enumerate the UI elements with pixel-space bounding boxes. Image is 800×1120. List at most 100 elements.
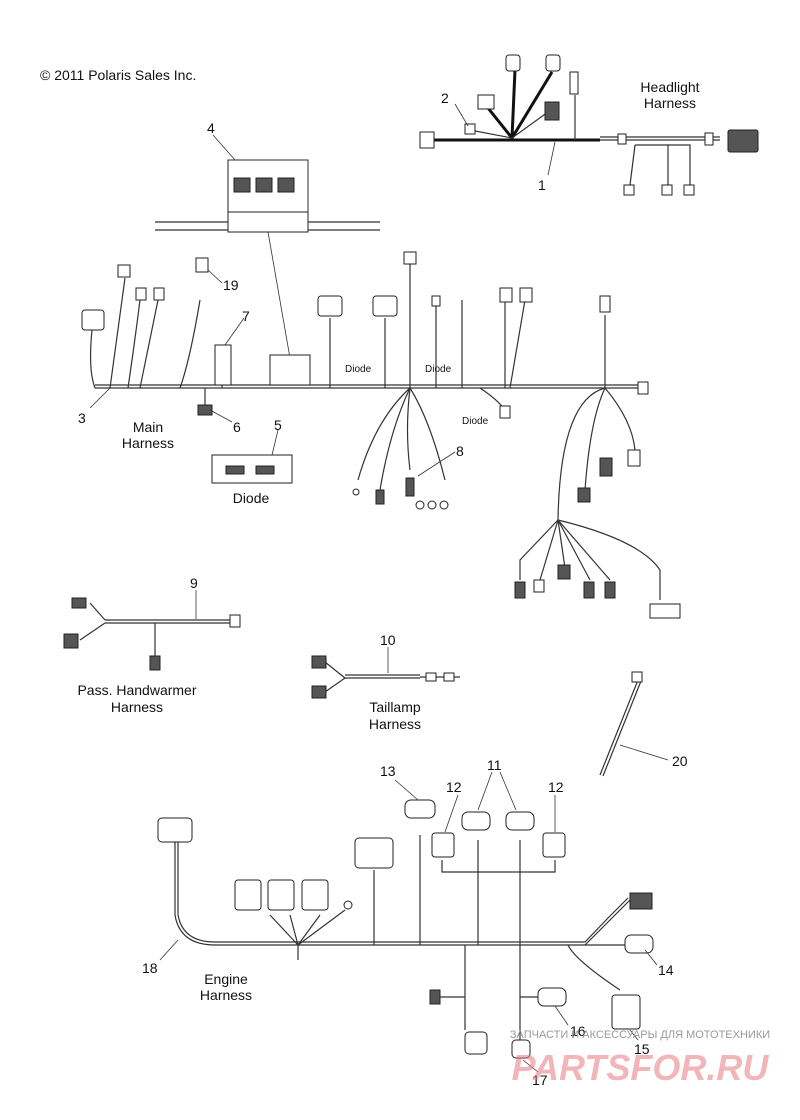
callout-15: 15 [634, 1041, 650, 1057]
main-harness-label-line1: Main [133, 419, 163, 435]
headlight-harness [419, 54, 759, 196]
diode-label-3: Diode [462, 416, 489, 427]
callout-6: 6 [233, 419, 241, 435]
ignition-coil-connector [301, 879, 329, 911]
headlight-pigtail-connector [683, 184, 695, 196]
handwarmer-harness-label-line2: Harness [111, 699, 163, 715]
diode-part-body [211, 454, 293, 484]
main-harness-connector [153, 287, 165, 301]
headlight-module [544, 101, 560, 121]
handwarmer-harness-label-line1: Pass. Handwarmer [77, 682, 196, 698]
taillamp-connector [311, 685, 327, 699]
harness-clip [704, 132, 714, 146]
main-harness-pigtail [604, 581, 616, 599]
callout-5: 5 [274, 417, 282, 433]
headlight-bulb-socket [545, 54, 561, 72]
callout-17-connector [511, 1039, 531, 1059]
callout-11: 11 [487, 757, 502, 773]
main-harness-connector [599, 457, 613, 477]
callout-6-connector [197, 404, 213, 416]
main-harness-connector [519, 287, 533, 303]
headlight-pigtail-connector [623, 184, 635, 196]
engine-harness-label-line1: Engine [204, 971, 248, 987]
watermark-subtitle: ЗАПЧАСТИ И АКСЕССУАРЫ ДЛЯ МОТОТЕХНИКИ [510, 1029, 770, 1041]
cable-tie [599, 671, 669, 777]
taillamp-harness-label-line1: Taillamp [369, 699, 421, 715]
fuse-box [155, 134, 380, 359]
main-harness-connector [135, 287, 147, 301]
main-harness-connector [81, 309, 105, 331]
main-harness-pigtail [649, 603, 681, 619]
callout-12-connector-right [542, 832, 566, 858]
handwarmer-connector [149, 655, 161, 671]
callout-13: 13 [380, 763, 396, 779]
main-harness-pigtail [514, 581, 526, 599]
headlight-end-connector [419, 131, 435, 149]
engine-harness-connector [429, 989, 441, 1005]
headlight-main-connector [727, 129, 759, 153]
diode-part-label: Diode [233, 490, 270, 506]
callout-7: 7 [242, 308, 250, 324]
callout-2: 2 [441, 90, 449, 106]
main-harness-connector [317, 295, 343, 317]
watermark-logo: PARTSFOR.RU [512, 1047, 770, 1088]
callout-19: 19 [223, 277, 239, 293]
callout-16-connector [537, 987, 567, 1007]
callout-1: 1 [538, 177, 546, 193]
callout-7-bracket [214, 344, 232, 386]
callout-15-connector [611, 994, 641, 1030]
taillamp-harness [311, 647, 460, 699]
main-harness-connector [117, 264, 131, 278]
main-harness-pigtail [533, 579, 545, 593]
callout-10: 10 [380, 632, 396, 648]
handwarmer-connector [63, 633, 79, 649]
callout-13-connector [404, 799, 436, 819]
callout-17: 17 [532, 1072, 548, 1088]
ignition-coil-connector [234, 879, 262, 911]
diode-label-1: Diode [345, 364, 372, 375]
diode-part [211, 429, 293, 484]
harness-clip [617, 133, 627, 145]
copyright-text: © 2011 Polaris Sales Inc. [40, 67, 196, 83]
main-harness-connector [431, 295, 441, 307]
main-harness-connector [372, 295, 398, 317]
callout-4: 4 [207, 120, 215, 136]
relay-connector [477, 94, 495, 110]
engine-harness-label-line2: Harness [200, 987, 252, 1003]
handwarmer-harness [63, 590, 241, 671]
handwarmer-connector [71, 597, 87, 609]
ground-terminal [343, 900, 353, 910]
headlight-terminal [569, 71, 579, 95]
main-harness-diode-connector [499, 405, 511, 419]
callout-18: 18 [142, 960, 158, 976]
main-harness-fuse-block [269, 354, 311, 386]
engine-harness-connector [464, 1031, 488, 1055]
callout-12-connector-left [431, 832, 455, 858]
callout-12-right: 12 [548, 779, 564, 795]
main-harness-connector [627, 449, 641, 467]
main-harness-connector [599, 295, 611, 313]
handwarmer-connector [229, 614, 241, 628]
main-harness-pigtail [557, 564, 571, 580]
engine-harness-end-connector [629, 892, 653, 910]
headlight-harness-label-line1: Headlight [640, 79, 699, 95]
headlight-bulb-socket [505, 54, 521, 72]
callout-12-left: 12 [446, 779, 462, 795]
taillamp-connector [311, 655, 327, 669]
main-harness-connector [403, 251, 417, 265]
engine-harness-main-connector [157, 817, 193, 843]
callout-19-connector [195, 257, 209, 273]
ignition-coil-connector [267, 879, 295, 911]
headlight-harness-label-line2: Harness [644, 95, 696, 111]
callout-3: 3 [78, 410, 86, 426]
fuse-box-body [227, 211, 309, 233]
cable-tie-head [631, 671, 643, 683]
engine-harness [157, 771, 658, 1073]
main-harness [81, 251, 681, 619]
main-harness-label-line2: Harness [122, 435, 174, 451]
callout-14-connector [624, 934, 654, 954]
callout-20: 20 [672, 753, 688, 769]
callout-16: 16 [570, 1023, 586, 1039]
headlight-pigtail-connector [661, 184, 673, 196]
